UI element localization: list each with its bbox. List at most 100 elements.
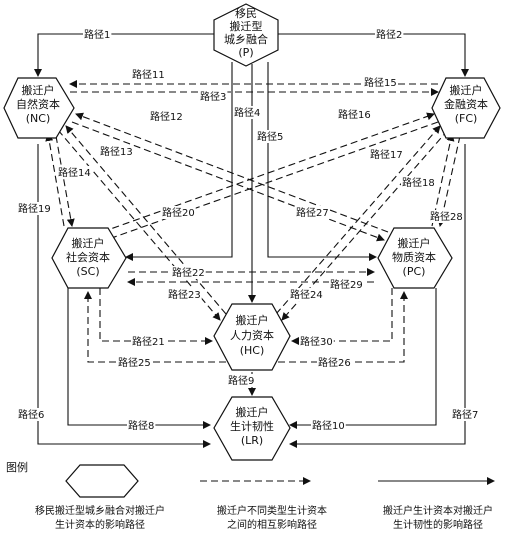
path-label-background [161, 206, 196, 219]
path7-label: 路径7 [452, 408, 478, 421]
path-label-background [227, 374, 256, 387]
node-hc-line1: 搬迁户 [236, 313, 269, 327]
path-label-background [127, 419, 156, 432]
path13-label: 路径13 [100, 145, 133, 158]
path-label-background [99, 145, 134, 158]
node-p-line3: 城乡融合 [224, 32, 268, 46]
path-label-background [171, 266, 206, 279]
path16-label: 路径16 [338, 108, 371, 121]
legend-item2-line1: 搬迁户不同类型生计资本 [217, 504, 327, 517]
path4-label: 路径4 [234, 106, 260, 119]
path-label-background [149, 110, 184, 123]
node-lr: 搬迁户 生计韧性 (LR) [213, 396, 291, 461]
path29-label: 路径29 [330, 278, 363, 291]
path26-label: 路径26 [318, 356, 351, 369]
node-lr-line2: 生计韧性 [230, 419, 274, 433]
path11-label: 路径11 [132, 68, 165, 81]
path-label-background [17, 202, 52, 215]
node-pc-line3: (PC) [403, 265, 426, 278]
node-nc-line2: 自然资本 [16, 97, 60, 111]
node-pc-line1: 搬迁户 [398, 236, 431, 250]
node-pc-line2: 物质资本 [392, 250, 436, 264]
path27-line [71, 121, 385, 242]
path-label-background [83, 28, 112, 41]
path-label-background [289, 288, 324, 301]
path-label-background [57, 166, 92, 179]
path-label-background [337, 108, 372, 121]
node-sc: 搬迁户 社会资本 (SC) [51, 227, 127, 289]
node-p: 移民 搬迁型 城乡融合 (P) [213, 3, 279, 67]
path28-label: 路径28 [430, 210, 463, 223]
legend-item3-line1: 搬迁户生计资本对搬迁户 [383, 504, 493, 517]
path-label-background [317, 356, 352, 369]
path9-label: 路径9 [228, 374, 254, 387]
path3-label: 路径3 [200, 90, 226, 103]
node-sc-line1: 搬迁户 [72, 236, 105, 250]
node-p-line1: 移民 [235, 7, 257, 20]
path-label-background [299, 335, 334, 348]
node-nc-line3: (NC) [26, 112, 51, 125]
path2-line [277, 33, 469, 77]
node-lr-line1: 搬迁户 [236, 405, 269, 419]
legend-item1-line2: 生计资本的影响路径 [55, 518, 145, 531]
path19-label: 路径19 [18, 202, 51, 215]
path1-line [34, 33, 214, 77]
path8-label: 路径8 [128, 419, 154, 432]
path7-line [289, 144, 466, 448]
node-sc-line2: 社会资本 [66, 250, 110, 264]
node-hc: 搬迁户 人力资本 (HC) [213, 303, 291, 371]
path1-label: 路径1 [84, 28, 110, 41]
path-label-background [167, 288, 202, 301]
node-fc-line1: 搬迁户 [450, 83, 483, 97]
path26-line [278, 291, 408, 363]
path10-label: 路径10 [312, 419, 345, 432]
node-fc-line2: 金融资本 [444, 97, 488, 111]
path16-line [101, 112, 435, 233]
path-label-background [131, 68, 166, 81]
path24-label: 路径24 [290, 288, 323, 301]
path12-label: 路径12 [150, 110, 183, 123]
path-label-background [117, 356, 152, 369]
node-nc-line1: 搬迁户 [22, 83, 55, 97]
node-hc-line3: (HC) [240, 344, 265, 357]
path2-label: 路径2 [376, 28, 402, 41]
path21-line [99, 288, 213, 345]
path-label-background [401, 176, 436, 189]
node-hc-line2: 人力资本 [230, 328, 274, 342]
path17-line [275, 125, 441, 315]
path-label-background [329, 278, 364, 291]
path8-line [67, 288, 211, 429]
node-fc-line3: (FC) [455, 112, 478, 125]
node-sc-line3: (SC) [76, 265, 99, 278]
path-label-background [131, 335, 166, 348]
legend-hexagon [65, 464, 139, 498]
legend: 图例 移民搬迁型城乡融合对搬迁户 生计资本的影响路径 搬迁户不同类型生计资本 之… [6, 460, 495, 531]
path27-label: 路径27 [296, 206, 329, 219]
path30-label: 路径30 [300, 335, 333, 348]
path-label-background [429, 210, 464, 223]
path-label-background [256, 130, 285, 143]
legend-item2-line2: 之间的相互影响路径 [227, 518, 317, 531]
path-label-background [17, 408, 46, 421]
path-label-background [311, 419, 346, 432]
path20-line [105, 121, 439, 242]
path-label-background [199, 90, 228, 103]
path19-line [55, 135, 75, 227]
path13-line [65, 125, 227, 315]
legend-title: 图例 [6, 460, 28, 474]
path23-label: 路径23 [168, 288, 201, 301]
path25-line [84, 291, 226, 363]
path25-label: 路径25 [118, 356, 151, 369]
legend-item3-line2: 生计韧性的影响路径 [393, 518, 483, 531]
legend-item1-line1: 移民搬迁型城乡融合对搬迁户 [35, 504, 165, 517]
path10-line [289, 288, 437, 429]
path22-label: 路径22 [172, 266, 205, 279]
node-nc: 搬迁户 自然资本 (NC) [3, 77, 75, 139]
node-lr-line3: (LR) [241, 434, 263, 447]
path21-label: 路径21 [132, 335, 165, 348]
path-label-background [363, 76, 398, 89]
path6-label: 路径6 [18, 408, 44, 421]
node-pc: 搬迁户 物质资本 (PC) [377, 227, 453, 289]
